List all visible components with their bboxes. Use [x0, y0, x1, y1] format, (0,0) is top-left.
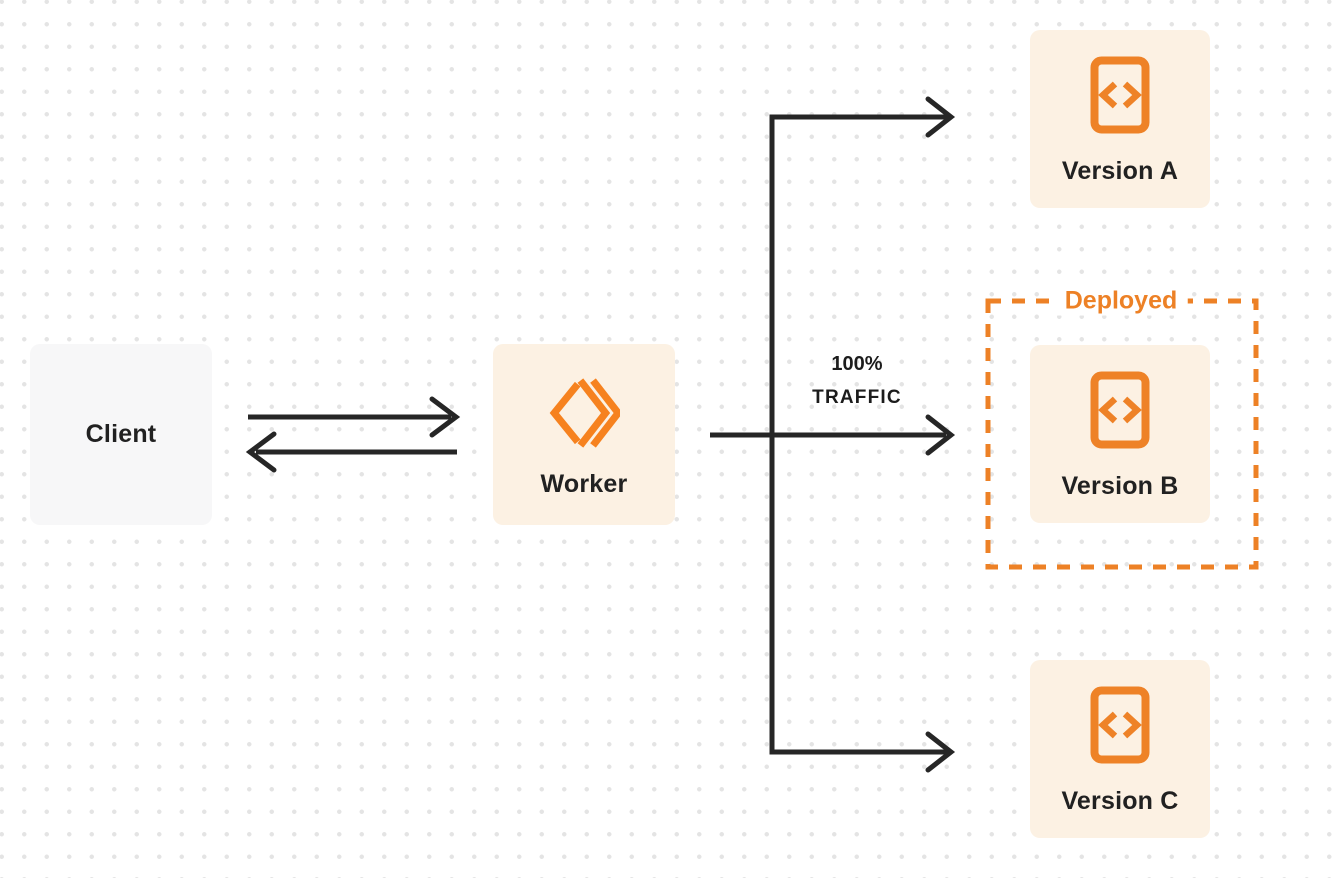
version-a-label: Version A: [1061, 157, 1179, 185]
version-a-node: Version A: [1030, 30, 1210, 208]
arrow-branch-to-version-a: [769, 96, 956, 138]
arrow-branch-to-version-c: [769, 731, 956, 773]
code-file-icon: [1090, 371, 1150, 454]
traffic-annotation: 100% TRAFFIC: [812, 348, 902, 414]
cloudflare-workers-icon: [548, 377, 623, 454]
worker-label: Worker: [540, 469, 628, 498]
traffic-percentage: 100%: [831, 353, 883, 375]
code-file-icon: [1090, 56, 1150, 139]
version-c-label: Version C: [1061, 787, 1179, 815]
traffic-word: TRAFFIC: [812, 387, 902, 408]
client-label: Client: [85, 420, 157, 448]
version-b-label: Version B: [1061, 472, 1179, 500]
worker-node: Worker: [493, 344, 675, 525]
arrow-worker-to-client: [245, 431, 457, 473]
version-b-node: Version B: [1030, 345, 1210, 523]
version-c-node: Version C: [1030, 660, 1210, 838]
deployed-label: Deployed: [1054, 286, 1188, 316]
client-node: Client: [30, 344, 212, 525]
arrow-client-to-worker: [248, 396, 461, 438]
code-file-icon: [1090, 686, 1150, 769]
arrow-worker-to-version-b: [710, 414, 956, 456]
